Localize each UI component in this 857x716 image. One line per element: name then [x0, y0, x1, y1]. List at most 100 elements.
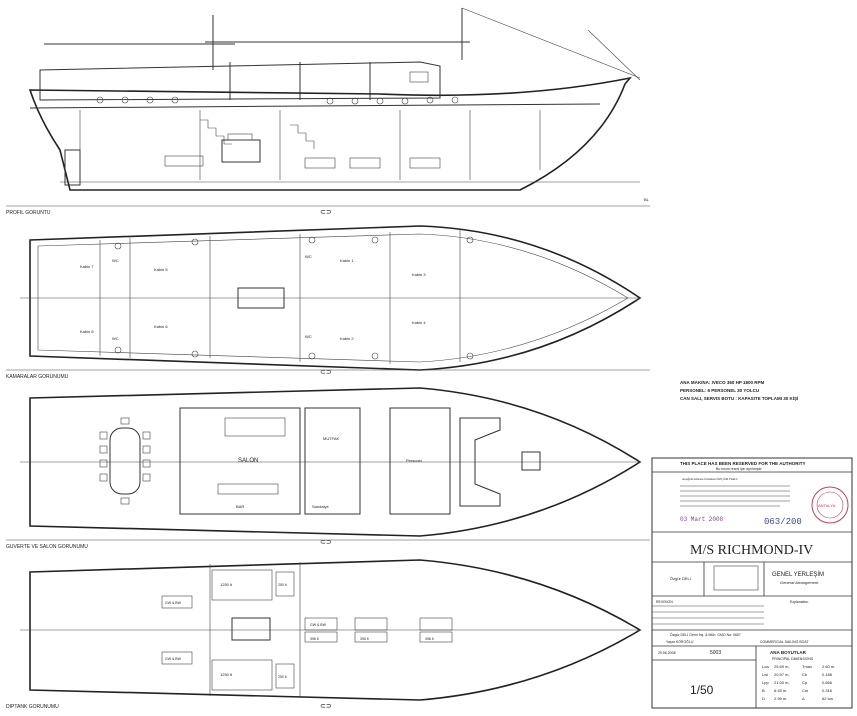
- deck-view: SALON BAR MUTFAK Sandalye Personel GUVER…: [6, 387, 650, 550]
- salon-label: SALON: [238, 458, 258, 464]
- dim-key-2: Tmax: [802, 664, 812, 669]
- cabin-4-label: Kabin 4: [412, 320, 426, 325]
- dim-value: 21.00 m.: [774, 680, 790, 685]
- grey-label-3: 396 lt: [425, 637, 434, 641]
- approval-date: 03 Mart 2008: [680, 516, 724, 523]
- dimension-rows: Loa 25.69 m. Tmax 2.60 m. Lwl 20.97 m. Cb 0.186…: [762, 664, 835, 701]
- svg-text:⊂⊃: ⊂⊃: [320, 209, 332, 216]
- grey-label-1: 396 lt: [310, 637, 319, 641]
- crew-area: [389, 407, 451, 515]
- bulkheads: [79, 110, 541, 180]
- bar-counter: [217, 483, 279, 495]
- chairs: [99, 417, 151, 505]
- svg-text:⊂⊃: ⊂⊃: [320, 703, 332, 710]
- hull-profile: [28, 76, 633, 191]
- rudder: [64, 149, 81, 186]
- revision-rows: [652, 605, 764, 625]
- chair-label: Sandalye: [312, 504, 329, 509]
- dim-key-2: Δ: [802, 696, 805, 701]
- title-block: THIS PLACE HAS BEEN RESERVED FOR THE AUT…: [651, 457, 853, 709]
- dim-key: B: [762, 688, 765, 693]
- dimensions-title: ANA BOYUTLAR: [770, 650, 807, 655]
- tank-e-ps-label: 250 lt: [278, 583, 287, 587]
- engine-bottom: [231, 617, 271, 641]
- cabin-8-label: Kabin 8: [80, 329, 94, 334]
- drawing-date: 20.06.2008: [658, 651, 676, 655]
- tank-profile-3: [349, 157, 381, 169]
- cabin-7-label: Kabin 7: [80, 264, 94, 269]
- galley-label: MUTFAK: [323, 436, 340, 441]
- tank-e-ps: [275, 571, 295, 597]
- fuel-tank-ps: [211, 569, 273, 601]
- dim-value-2: 2.60 m.: [822, 664, 835, 669]
- designer-office: Özgür DELİ Gemi İnş. & Müh. GMO No: 0657: [670, 632, 741, 637]
- spec-engine: ANA MAKINA: IVECO 360 HP 1800 RPM: [680, 380, 765, 385]
- description-header: Explanation: [790, 600, 808, 604]
- drawing-title: GENEL YERLEŞİM: [772, 571, 824, 578]
- designer-name: Özgür DELİ: [670, 576, 691, 581]
- drawer-name: Yaşar KÖROĞLU: [666, 639, 694, 644]
- wc-label-3: WC: [305, 254, 312, 259]
- approval-number: 063/200: [764, 517, 802, 527]
- drawing-subtitle: General Arrangement: [780, 580, 819, 585]
- specs-block: ANA MAKINA: IVECO 360 HP 1800 RPM PERSON…: [680, 380, 798, 401]
- cabin-1-label: Kabin 1: [340, 258, 354, 263]
- dim-key: Loa: [762, 664, 769, 669]
- portholes: [96, 96, 459, 105]
- stairs-aft: [200, 119, 232, 145]
- ship-name: M/S RICHMOND-IV: [690, 543, 813, 558]
- cabins-view: Kabin 7 Kabin 8 Kabin 5 Kabin 6 Kabin 1 …: [6, 225, 650, 380]
- dim-key-2: Cb: [802, 672, 808, 677]
- dim-value: 25.69 m.: [774, 664, 790, 669]
- wc-label-2: WC: [112, 336, 119, 341]
- deckhouse: [39, 61, 441, 101]
- dim-value: 20.97 m.: [774, 672, 790, 677]
- fuel-tank-sb: [211, 659, 273, 691]
- cabin-bulkheads: [99, 230, 461, 364]
- spec-crew: PERSONEL: 6 PERSONEL 30 YOLCU: [680, 388, 759, 393]
- authority-subtitle: Bu kısım resmi için ayrılmıştır: [716, 467, 763, 471]
- seal-text: ANTALYA: [818, 503, 836, 508]
- profile-view: PROFIL GORUNTU ⊂⊃ BL: [6, 7, 650, 216]
- tank-profile-1: [164, 155, 204, 167]
- stairs-fwd: [290, 124, 315, 149]
- tank-e-sb-label: 250 lt: [278, 675, 287, 679]
- approval-text: Aşağıda imzası bulunan ÖZÇÜR HALI: [682, 476, 738, 481]
- profile-view-label: PROFIL GORUNTU: [6, 210, 51, 216]
- cabin-2-label: Kabin 2: [340, 336, 354, 341]
- deck-view-label: GUVERTE VE SALON GORUNUMU: [6, 544, 88, 550]
- dim-value-2: 0.316: [822, 688, 833, 693]
- salon-sofa: [224, 417, 286, 437]
- sheer-line: [29, 103, 601, 109]
- bottom-view-label: DIPTANK GORUNUMU: [6, 704, 59, 710]
- forestay: [461, 7, 641, 79]
- toilets: [114, 236, 474, 360]
- title-block-frame: [651, 457, 853, 709]
- scale: 1/50: [690, 683, 714, 697]
- gw-bw-label-1: GW & BW: [165, 601, 182, 605]
- dim-key-2: Cp: [802, 680, 808, 685]
- wc-label-1: WC: [112, 258, 119, 263]
- dim-key: D: [762, 696, 765, 701]
- galley: [304, 407, 361, 515]
- designer-stamp: [713, 565, 759, 591]
- drawing-number: 5003: [710, 650, 721, 656]
- dim-key: Lpp: [762, 680, 769, 685]
- dim-key: Lwl: [762, 672, 768, 677]
- svg-text:⊂⊃: ⊂⊃: [320, 539, 332, 546]
- tank-profile-4: [409, 157, 441, 169]
- gw-bw-label-2: GW & BW: [165, 657, 182, 661]
- dim-value: 6.45 m.: [774, 688, 787, 693]
- cabins-view-label: KAMARALAR GORUNUMU: [6, 374, 69, 380]
- engine-profile: [221, 139, 261, 163]
- dim-value-2: 0.186: [822, 672, 833, 677]
- salon-area: [179, 407, 301, 515]
- approval-body-lines: [680, 485, 790, 507]
- revision-header: REVISION: [656, 600, 673, 604]
- dim-value-2: 62 ton: [822, 696, 833, 701]
- double-bottom-view: 1250 lt 1250 lt 250 lt 250 lt GW & BW GW…: [6, 559, 642, 710]
- gw-bw-label-3: GW & BW: [310, 623, 327, 627]
- authority-title: THIS PLACE HAS BEEN RESERVED FOR THE AUT…: [680, 461, 806, 466]
- engine-plan: [237, 287, 285, 309]
